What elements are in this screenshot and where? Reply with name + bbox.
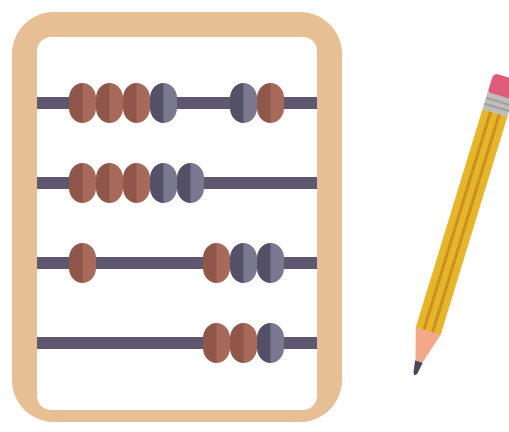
abacus-bead[interactable] — [257, 243, 284, 283]
abacus-bead[interactable] — [203, 323, 230, 363]
abacus-board — [37, 37, 317, 410]
abacus-bead[interactable] — [69, 243, 96, 283]
abacus-bead[interactable] — [257, 323, 284, 363]
abacus-bead[interactable] — [150, 163, 177, 203]
pencil-icon — [413, 74, 509, 376]
pencil-eraser — [488, 74, 509, 101]
pencil-body — [415, 109, 508, 335]
abacus-bead[interactable] — [230, 243, 257, 283]
pencil-lead — [413, 360, 423, 376]
abacus-bead[interactable] — [123, 83, 150, 123]
abacus-bead[interactable] — [96, 83, 123, 123]
abacus-bead[interactable] — [69, 163, 96, 203]
abacus-bead[interactable] — [96, 163, 123, 203]
abacus-bead[interactable] — [69, 83, 96, 123]
abacus-bead[interactable] — [257, 83, 284, 123]
abacus-beads — [69, 83, 284, 363]
abacus-bead[interactable] — [203, 243, 230, 283]
abacus-bead[interactable] — [230, 323, 257, 363]
abacus-bead[interactable] — [230, 83, 257, 123]
abacus-bead[interactable] — [177, 163, 204, 203]
pencil-stripe — [431, 113, 501, 333]
abacus — [12, 12, 342, 422]
pencil-wood — [415, 327, 441, 365]
abacus-bead[interactable] — [150, 83, 177, 123]
abacus-bead[interactable] — [123, 163, 150, 203]
pencil-stripe — [422, 111, 493, 331]
